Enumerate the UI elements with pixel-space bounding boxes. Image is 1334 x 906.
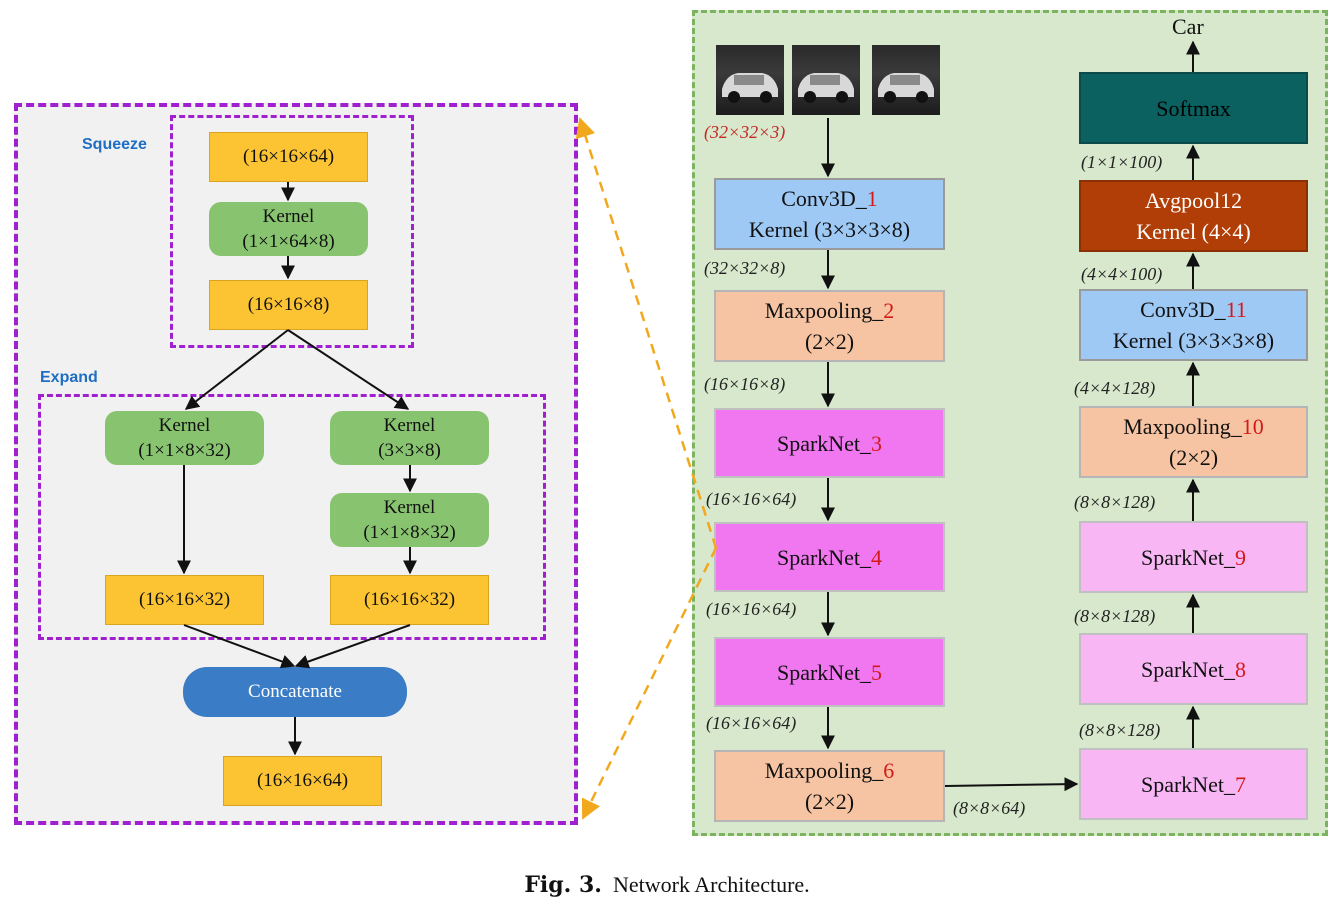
dim-after-sn9: (8×8×128) <box>1074 492 1156 512</box>
sparknet-8-name: SparkNet_ <box>1140 656 1236 682</box>
sparknet-8-number: 8 <box>1235 656 1247 682</box>
dim-after-sn4: (16×16×64) <box>706 599 797 619</box>
conv3d-1-label: Conv3D_1 <box>781 183 878 214</box>
figure-caption: Fig. 3. Network Architecture. <box>0 872 1334 898</box>
sparknet-3-number: 3 <box>871 430 883 456</box>
conv3d-11-block: Conv3D_11 Kernel (3×3×3×8) <box>1079 289 1308 361</box>
figure-title: Network Architecture. <box>612 872 810 897</box>
maxpooling-6-label: Maxpooling_6 <box>765 755 895 786</box>
avgpool-12-name: Avgpool12 <box>1144 188 1243 213</box>
maxpooling-2-number: 2 <box>883 298 895 323</box>
expand-output-left: (16×16×32) <box>105 575 264 625</box>
dim-after-avgpool: (1×1×100) <box>1081 152 1163 172</box>
sparknet-8-block: SparkNet_8 <box>1079 633 1308 705</box>
conv3d-11-number: 11 <box>1225 297 1247 322</box>
softmax-block: Softmax <box>1079 72 1308 144</box>
dim-after-sn7: (8×8×128) <box>1079 720 1161 740</box>
expand-label: Expand <box>40 369 98 386</box>
input-frame-2 <box>792 45 860 115</box>
maxpooling-2-label: Maxpooling_2 <box>765 295 895 326</box>
output-class-label: Car <box>1172 14 1204 39</box>
sparknet-7-name: SparkNet_ <box>1140 771 1236 797</box>
sparknet-5-label: SparkNet_5 <box>777 657 882 688</box>
maxpooling-10-number: 10 <box>1241 414 1264 439</box>
squeeze-kernel-dim: (1×1×64×8) <box>242 231 335 252</box>
conv3d-11-kernel: Kernel (3×3×3×8) <box>1112 328 1275 353</box>
dim-after-sn3: (16×16×64) <box>706 489 797 509</box>
maxpooling-2-block: Maxpooling_2 (2×2) <box>714 290 945 362</box>
maxpooling-6-number: 6 <box>883 758 895 783</box>
expand-kernel-3x3-followup: Kernel (1×1×8×32) <box>330 493 489 547</box>
dim-after-mp2: (16×16×8) <box>704 374 786 394</box>
expand-kernel-3x3-title: Kernel <box>383 415 436 436</box>
maxpooling-10-label: Maxpooling_10 <box>1123 411 1264 442</box>
figure-number: Fig. 3. <box>524 872 602 898</box>
maxpooling-10-name: Maxpooling_ <box>1123 414 1242 439</box>
conv3d-1-number: 1 <box>866 186 878 211</box>
sparknet-5-number: 5 <box>871 659 883 685</box>
conv3d-11-name: Conv3D_ <box>1140 297 1226 322</box>
sparknet-4-block: SparkNet_4 <box>714 522 945 592</box>
dim-after-conv11: (4×4×100) <box>1081 264 1163 284</box>
dim-after-sn5: (16×16×64) <box>706 713 797 733</box>
expand-kernel-3x3: Kernel (3×3×8) <box>330 411 489 465</box>
conv3d-1-block: Conv3D_1 Kernel (3×3×3×8) <box>714 178 945 250</box>
sparknet-4-name: SparkNet_ <box>776 544 872 570</box>
dim-after-sn8: (8×8×128) <box>1074 606 1156 626</box>
input-frame-3 <box>872 45 940 115</box>
sparknet-9-number: 9 <box>1235 544 1247 570</box>
sparknet-3-label: SparkNet_3 <box>777 428 882 459</box>
sparknet-9-name: SparkNet_ <box>1140 544 1236 570</box>
dim-after-mp6: (8×8×64) <box>953 798 1026 818</box>
maxpooling-2-size: (2×2) <box>804 329 855 354</box>
squeeze-input-tensor: (16×16×64) <box>209 132 368 182</box>
dim-after-conv1: (32×32×8) <box>704 258 786 278</box>
fire-output-tensor: (16×16×64) <box>223 756 382 806</box>
expand-kernel-followup-title: Kernel <box>383 497 436 518</box>
sparknet-3-block: SparkNet_3 <box>714 408 945 478</box>
softmax-label: Softmax <box>1156 95 1231 121</box>
maxpooling-6-name: Maxpooling_ <box>764 758 884 783</box>
maxpooling-2-name: Maxpooling_ <box>764 298 884 323</box>
input-dim: (32×32×3) <box>704 122 786 142</box>
squeeze-kernel-title: Kernel <box>262 206 315 227</box>
sparknet-4-number: 4 <box>871 544 883 570</box>
maxpooling-10-size: (2×2) <box>1168 445 1219 470</box>
input-frame-1 <box>716 45 784 115</box>
expand-kernel-1x1-title: Kernel <box>158 415 211 436</box>
sparknet-8-label: SparkNet_8 <box>1141 654 1246 685</box>
expand-output-right: (16×16×32) <box>330 575 489 625</box>
squeeze-output-tensor: (16×16×8) <box>209 280 368 330</box>
sparknet-5-name: SparkNet_ <box>776 659 872 685</box>
sparknet-7-label: SparkNet_7 <box>1141 769 1246 800</box>
dim-after-mp10: (4×4×128) <box>1074 378 1156 398</box>
sparknet-7-block: SparkNet_7 <box>1079 748 1308 820</box>
sparknet-4-label: SparkNet_4 <box>777 542 882 573</box>
conv3d-1-name: Conv3D_ <box>781 186 867 211</box>
maxpooling-10-block: Maxpooling_10 (2×2) <box>1079 406 1308 478</box>
squeeze-label: Squeeze <box>82 136 147 153</box>
squeeze-kernel: Kernel (1×1×64×8) <box>209 202 368 256</box>
conv3d-11-label: Conv3D_11 <box>1140 294 1247 325</box>
sparknet-3-name: SparkNet_ <box>776 430 872 456</box>
expand-kernel-1x1-dim: (1×1×8×32) <box>138 440 231 461</box>
sparknet-7-number: 7 <box>1235 771 1247 797</box>
sparknet-5-block: SparkNet_5 <box>714 637 945 707</box>
sparknet-9-block: SparkNet_9 <box>1079 521 1308 593</box>
expand-kernel-followup-dim: (1×1×8×32) <box>363 522 456 543</box>
maxpooling-6-block: Maxpooling_6 (2×2) <box>714 750 945 822</box>
concatenate-block: Concatenate <box>183 667 407 717</box>
expand-kernel-3x3-dim: (3×3×8) <box>378 440 441 461</box>
conv3d-1-kernel: Kernel (3×3×3×8) <box>748 217 911 242</box>
sparknet-9-label: SparkNet_9 <box>1141 542 1246 573</box>
maxpooling-6-size: (2×2) <box>804 789 855 814</box>
expand-kernel-1x1: Kernel (1×1×8×32) <box>105 411 264 465</box>
avgpool-12-kernel: Kernel (4×4) <box>1136 219 1251 244</box>
avgpool-12-block: Avgpool12 Kernel (4×4) <box>1079 180 1308 252</box>
